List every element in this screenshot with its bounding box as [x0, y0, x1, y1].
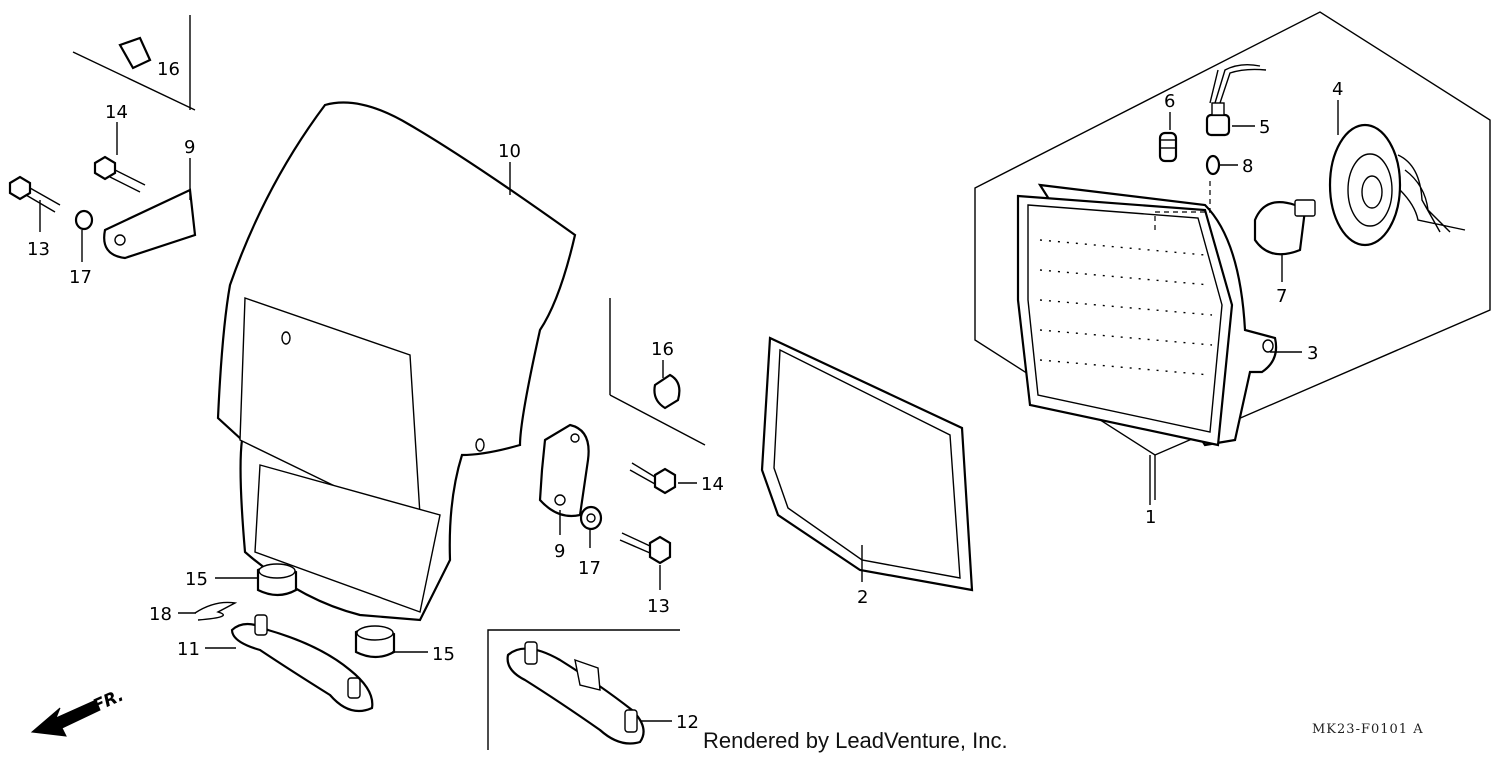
callout-15-lower: 15 — [432, 644, 455, 665]
callout-17-center: 17 — [578, 558, 601, 579]
callout-14-left: 14 — [105, 102, 128, 123]
credit-text: Rendered by LeadVenture, Inc. — [703, 728, 1008, 753]
arrow-icon — [30, 699, 101, 737]
callout-16-center: 16 — [651, 339, 674, 360]
callout-1: 1 — [1145, 507, 1156, 528]
callout-numbers: 1 2 3 4 5 6 7 8 9 9 10 11 12 13 13 14 14… — [27, 59, 1343, 733]
position-bulb[interactable] — [1158, 131, 1178, 163]
headlight-rim[interactable] — [760, 336, 974, 592]
mounting-stay-12-box — [487, 629, 680, 750]
callout-17-left: 17 — [69, 267, 92, 288]
front-direction-arrow: FR. — [30, 685, 127, 737]
wedge-bulb[interactable] — [1205, 154, 1221, 176]
bracket-left[interactable] — [103, 188, 197, 260]
callout-8: 8 — [1242, 156, 1253, 177]
callout-16-left: 16 — [157, 59, 180, 80]
callout-14-center: 14 — [701, 474, 724, 495]
washer-left[interactable] — [74, 209, 94, 231]
headlight-assembly-group — [974, 11, 1491, 500]
callout-11: 11 — [177, 639, 200, 660]
socket-cover[interactable] — [1328, 123, 1466, 247]
grommet-upper[interactable] — [256, 563, 298, 597]
callout-9-left: 9 — [184, 137, 195, 158]
callout-9-center: 9 — [554, 541, 565, 562]
clip[interactable] — [194, 601, 238, 621]
headlight-unit[interactable] — [1016, 180, 1278, 447]
mounting-stay-12[interactable] — [506, 641, 645, 745]
cap-left[interactable] — [72, 15, 196, 111]
grommet-lower[interactable] — [354, 625, 396, 659]
callout-3: 3 — [1307, 343, 1318, 364]
leader-lines — [39, 100, 1339, 722]
callout-13-left: 13 — [27, 239, 50, 260]
callout-15-upper: 15 — [185, 569, 208, 590]
bolt-left-14[interactable] — [93, 155, 146, 193]
mounting-stay-11[interactable] — [230, 614, 374, 713]
washer-center[interactable] — [579, 505, 603, 531]
callout-4: 4 — [1332, 79, 1343, 100]
bolt-center-14[interactable] — [629, 462, 677, 495]
bolt-center-13[interactable] — [619, 532, 672, 565]
headlight-cowl[interactable] — [216, 101, 577, 622]
callout-2: 2 — [857, 587, 868, 608]
headlight-bulb[interactable] — [1253, 199, 1316, 256]
diagram-code: MK23-F0101 A — [1312, 722, 1424, 737]
callout-10: 10 — [498, 141, 521, 162]
bolt-left-13[interactable] — [8, 175, 61, 213]
callout-6: 6 — [1164, 91, 1175, 112]
bracket-center[interactable] — [538, 423, 590, 518]
callout-18: 18 — [149, 604, 172, 625]
callout-5: 5 — [1259, 117, 1270, 138]
direction-label: FR. — [90, 685, 127, 716]
callout-7: 7 — [1276, 286, 1287, 307]
callout-12: 12 — [676, 712, 699, 733]
bulb-socket[interactable] — [1205, 63, 1267, 137]
callout-13-center: 13 — [647, 596, 670, 617]
cap-center[interactable] — [609, 298, 706, 446]
